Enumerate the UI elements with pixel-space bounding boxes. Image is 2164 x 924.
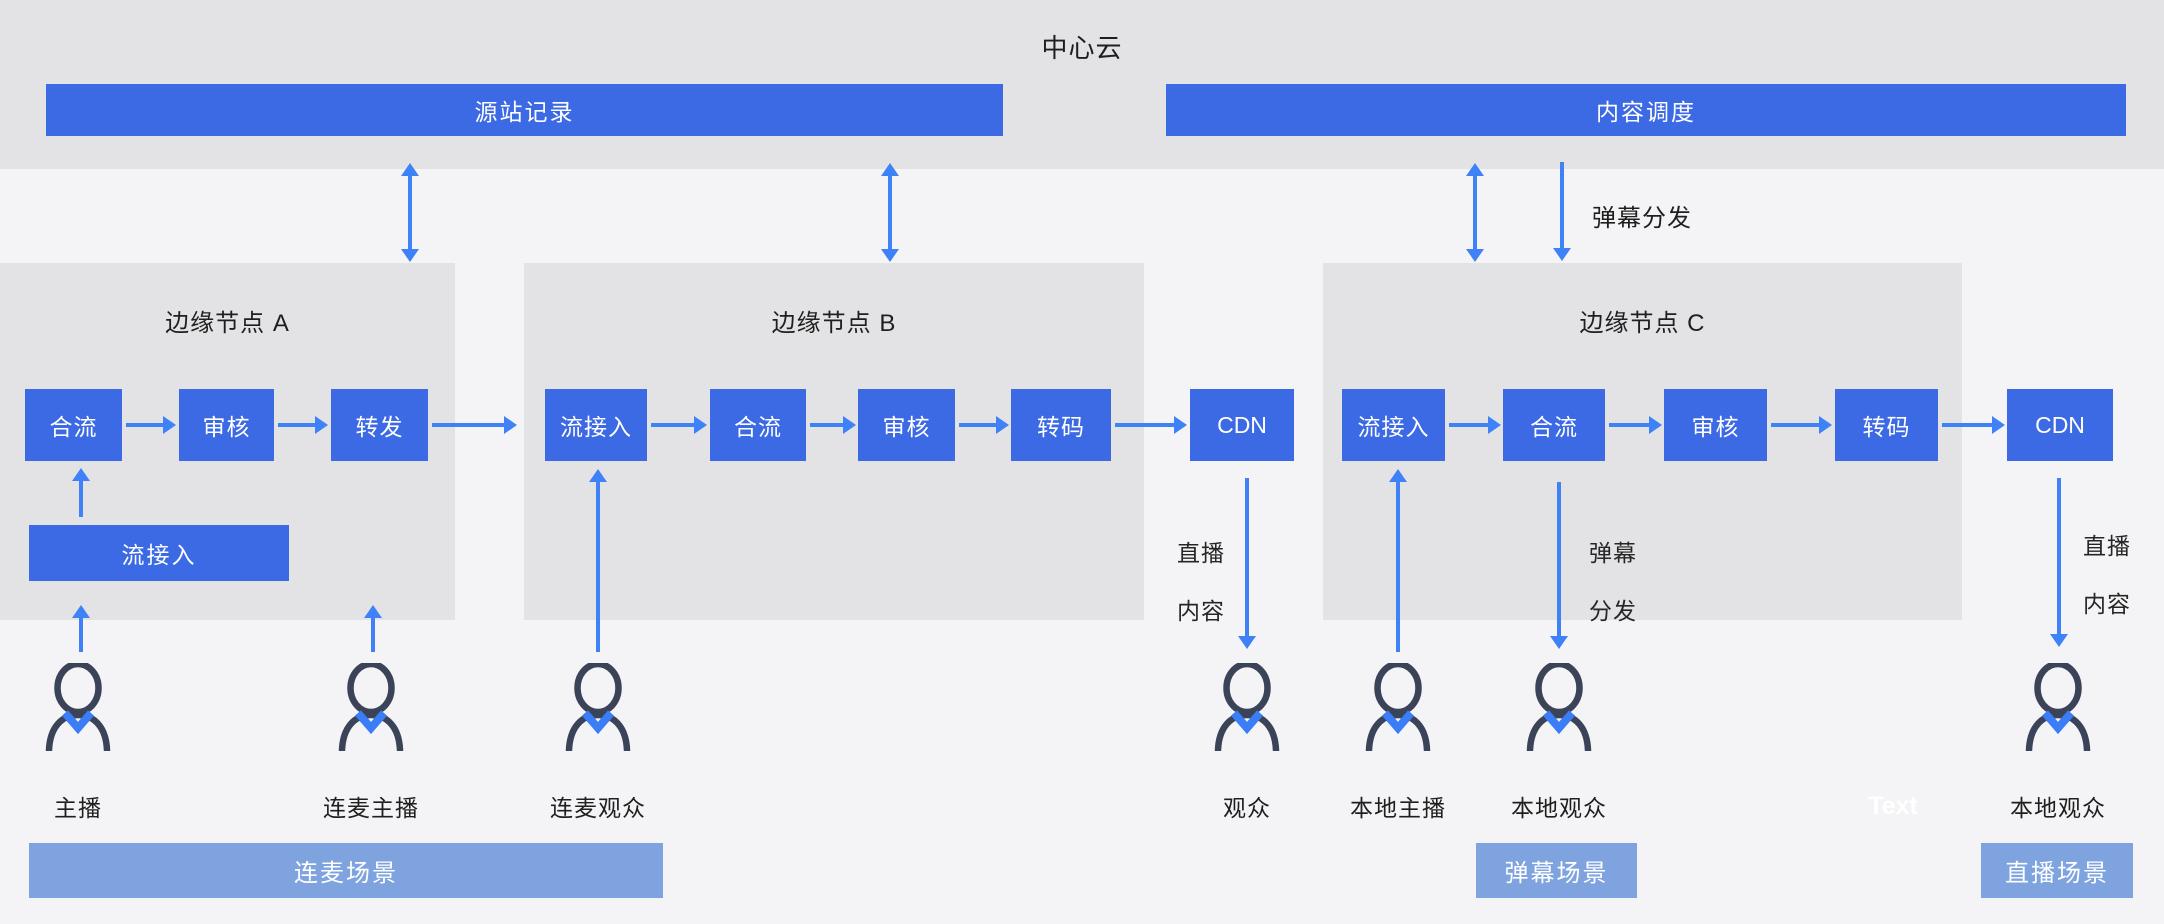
person-label-local-anchor: 本地主播 [1350, 795, 1446, 821]
arrow-local-anchor-up-node-c [1396, 481, 1400, 652]
arrow-c-review-transcode [1771, 423, 1820, 427]
scene-bar-live: 直播场景 [1981, 843, 2133, 898]
user-icon [1365, 663, 1431, 751]
node-b-cdn-box: CDN [1190, 389, 1294, 461]
node-b-box-merge: 合流 [710, 389, 806, 461]
danmu-distribution-label-c-line2: 分发 [1589, 598, 1637, 624]
node-c-box-stream-ingest: 流接入 [1342, 389, 1445, 461]
danmu-distribution-top-label: 弹幕分发 [1592, 205, 1692, 232]
edge-node-c-title: 边缘节点 C [1579, 310, 1706, 337]
arrow-bidirectional-origin-node-a [408, 175, 412, 250]
danmu-distribution-label-c-line1: 弹幕 [1589, 540, 1637, 566]
arrow-c-merge-review [1609, 423, 1650, 427]
scene-bar-co-streaming: 连麦场景 [29, 843, 663, 898]
user-icon [1214, 663, 1280, 751]
arrow-co-anchor-up [371, 617, 375, 652]
user-icon [1526, 663, 1592, 751]
user-icon [45, 663, 111, 751]
arrow-cdn-c-to-local-viewer [2057, 478, 2061, 635]
node-b-box-review: 审核 [858, 389, 955, 461]
arrow-cdn-b-to-viewer [1245, 478, 1249, 637]
person-label-co-anchor: 连麦主播 [323, 795, 419, 821]
live-content-label-c-line1: 直播 [2083, 533, 2131, 559]
arrow-a-merge-review [126, 423, 164, 427]
central-cloud-title: 中心云 [1041, 33, 1123, 63]
arrow-danmu-to-local-viewer [1557, 482, 1561, 637]
edge-node-b-title: 边缘节点 B [771, 310, 897, 337]
arrow-b-transcode-cdn [1115, 423, 1175, 427]
arrow-danmu-distribution-down [1560, 162, 1564, 249]
node-a-box-forward: 转发 [331, 389, 428, 461]
arrow-b-review-transcode [959, 423, 997, 427]
arrow-b-ingest-merge [651, 423, 695, 427]
arrow-bidirectional-origin-node-b [888, 175, 892, 250]
person-label-local-viewer-c: 本地观众 [2010, 795, 2106, 821]
danmu-distribution-label-c: 弹幕 分发 [1589, 510, 1637, 655]
person-label-co-viewer: 连麦观众 [550, 795, 646, 821]
node-c-box-review: 审核 [1664, 389, 1767, 461]
node-a-box-review: 审核 [179, 389, 274, 461]
node-a-box-stream-ingest: 流接入 [29, 525, 289, 581]
node-c-box-merge: 合流 [1503, 389, 1605, 461]
user-icon [2025, 663, 2091, 751]
node-b-box-transcode: 转码 [1011, 389, 1111, 461]
arrow-c-ingest-merge [1449, 423, 1489, 427]
user-icon [565, 663, 631, 751]
person-label-anchor: 主播 [54, 795, 102, 821]
live-content-label-b-line2: 内容 [1177, 598, 1225, 624]
live-content-label-b: 直播 内容 [1177, 510, 1225, 655]
person-label-local-viewer: 本地观众 [1511, 795, 1607, 821]
user-icon [338, 663, 404, 751]
live-content-label-c: 直播 内容 [2083, 503, 2131, 648]
origin-record-bar: 源站记录 [46, 84, 1003, 136]
live-content-label-c-line2: 内容 [2083, 591, 2131, 617]
arrow-a-ingest-to-merge [79, 480, 83, 517]
arrow-c-transcode-cdn [1942, 423, 1993, 427]
arrow-anchor-up [79, 617, 83, 652]
node-a-box-merge: 合流 [25, 389, 122, 461]
node-c-box-transcode: 转码 [1835, 389, 1938, 461]
arrow-bidirectional-scheduling-node-c [1473, 175, 1477, 250]
scene-bar-danmu: 弹幕场景 [1476, 843, 1637, 898]
arrow-a-review-forward [278, 423, 316, 427]
node-b-box-stream-ingest: 流接入 [545, 389, 647, 461]
person-label-viewer: 观众 [1223, 795, 1271, 821]
placeholder-text: Text [1868, 792, 1918, 820]
edge-node-a-title: 边缘节点 A [165, 310, 290, 337]
arrow-co-viewer-up-node-b [596, 481, 600, 652]
node-c-cdn-box: CDN [2007, 389, 2113, 461]
live-content-label-b-line1: 直播 [1177, 540, 1225, 566]
arrow-a-forward-to-node-b [432, 423, 505, 427]
content-scheduling-bar: 内容调度 [1166, 84, 2126, 136]
arrow-b-merge-review [810, 423, 844, 427]
